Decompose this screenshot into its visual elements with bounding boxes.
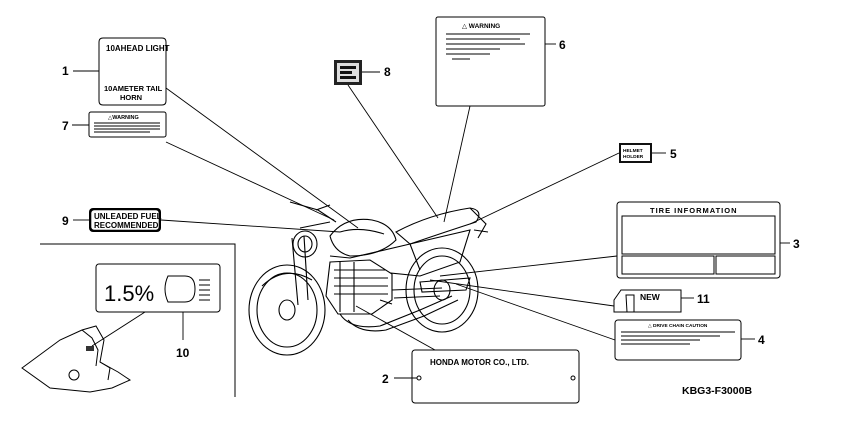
callout-7: 7 — [62, 119, 69, 133]
label-2-text: HONDA MOTOR CO., LTD. — [430, 358, 529, 367]
label-6-large-warning-decal: △ WARNING — [435, 16, 546, 107]
callout-4: 4 — [758, 333, 765, 347]
motorcycle-illustration — [248, 201, 489, 356]
label-11-text: NEW — [640, 292, 661, 302]
diagram-code: KBG3-F3000B — [682, 385, 752, 397]
label-3-text: TIRE INFORMATION — [650, 206, 738, 215]
label-10-text: 1.5% — [104, 281, 154, 306]
label-2-honda-plate: HONDA MOTOR CO., LTD. — [411, 349, 580, 404]
callout-1: 1 — [62, 64, 69, 78]
label-5-text-1: HELMET — [623, 148, 643, 154]
callout-8: 8 — [384, 65, 391, 79]
callout-9: 9 — [62, 214, 69, 228]
label-7-text: △WARNING — [108, 115, 139, 121]
label-1-text-bottom-2: HORN — [120, 93, 142, 102]
label-7-warning-decal: △WARNING — [88, 111, 167, 138]
label-9-text-2: RECOMMENDED — [94, 221, 159, 230]
label-1-fuse-decal: 10AHEAD LIGHT 10AMETER TAIL HORN — [98, 37, 170, 106]
label-9-unleaded-fuel-decal: UNLEADED FUEL RECOMMENDED — [89, 208, 162, 232]
label-6-text: △ WARNING — [462, 23, 500, 30]
leader-lines — [160, 84, 620, 351]
label-1-text-top: 10AHEAD LIGHT — [106, 44, 170, 53]
callout-3: 3 — [793, 237, 800, 251]
label-3-tire-information-decal: TIRE INFORMATION — [616, 201, 781, 279]
label-5-helmet-holder-decal: HELMET HOLDER — [619, 143, 652, 163]
label-1-text-bottom-1: 10AMETER TAIL — [104, 84, 163, 93]
label-5-text-2: HOLDER — [623, 154, 644, 160]
callout-10: 10 — [176, 346, 190, 360]
label-4-text: △ DRIVE CHAIN CAUTION — [648, 323, 708, 329]
callout-2: 2 — [382, 372, 389, 386]
callout-5: 5 — [670, 147, 677, 161]
callout-6: 6 — [559, 38, 566, 52]
callout-11: 11 — [697, 292, 710, 306]
label-9-text-1: UNLEADED FUEL — [94, 212, 162, 221]
detail-inset: 1.5% — [21, 243, 236, 397]
label-8-pictogram-decal — [334, 60, 362, 85]
label-4-drive-chain-caution-decal: △ DRIVE CHAIN CAUTION — [614, 319, 742, 361]
label-11-new-decal: NEW — [613, 289, 682, 313]
